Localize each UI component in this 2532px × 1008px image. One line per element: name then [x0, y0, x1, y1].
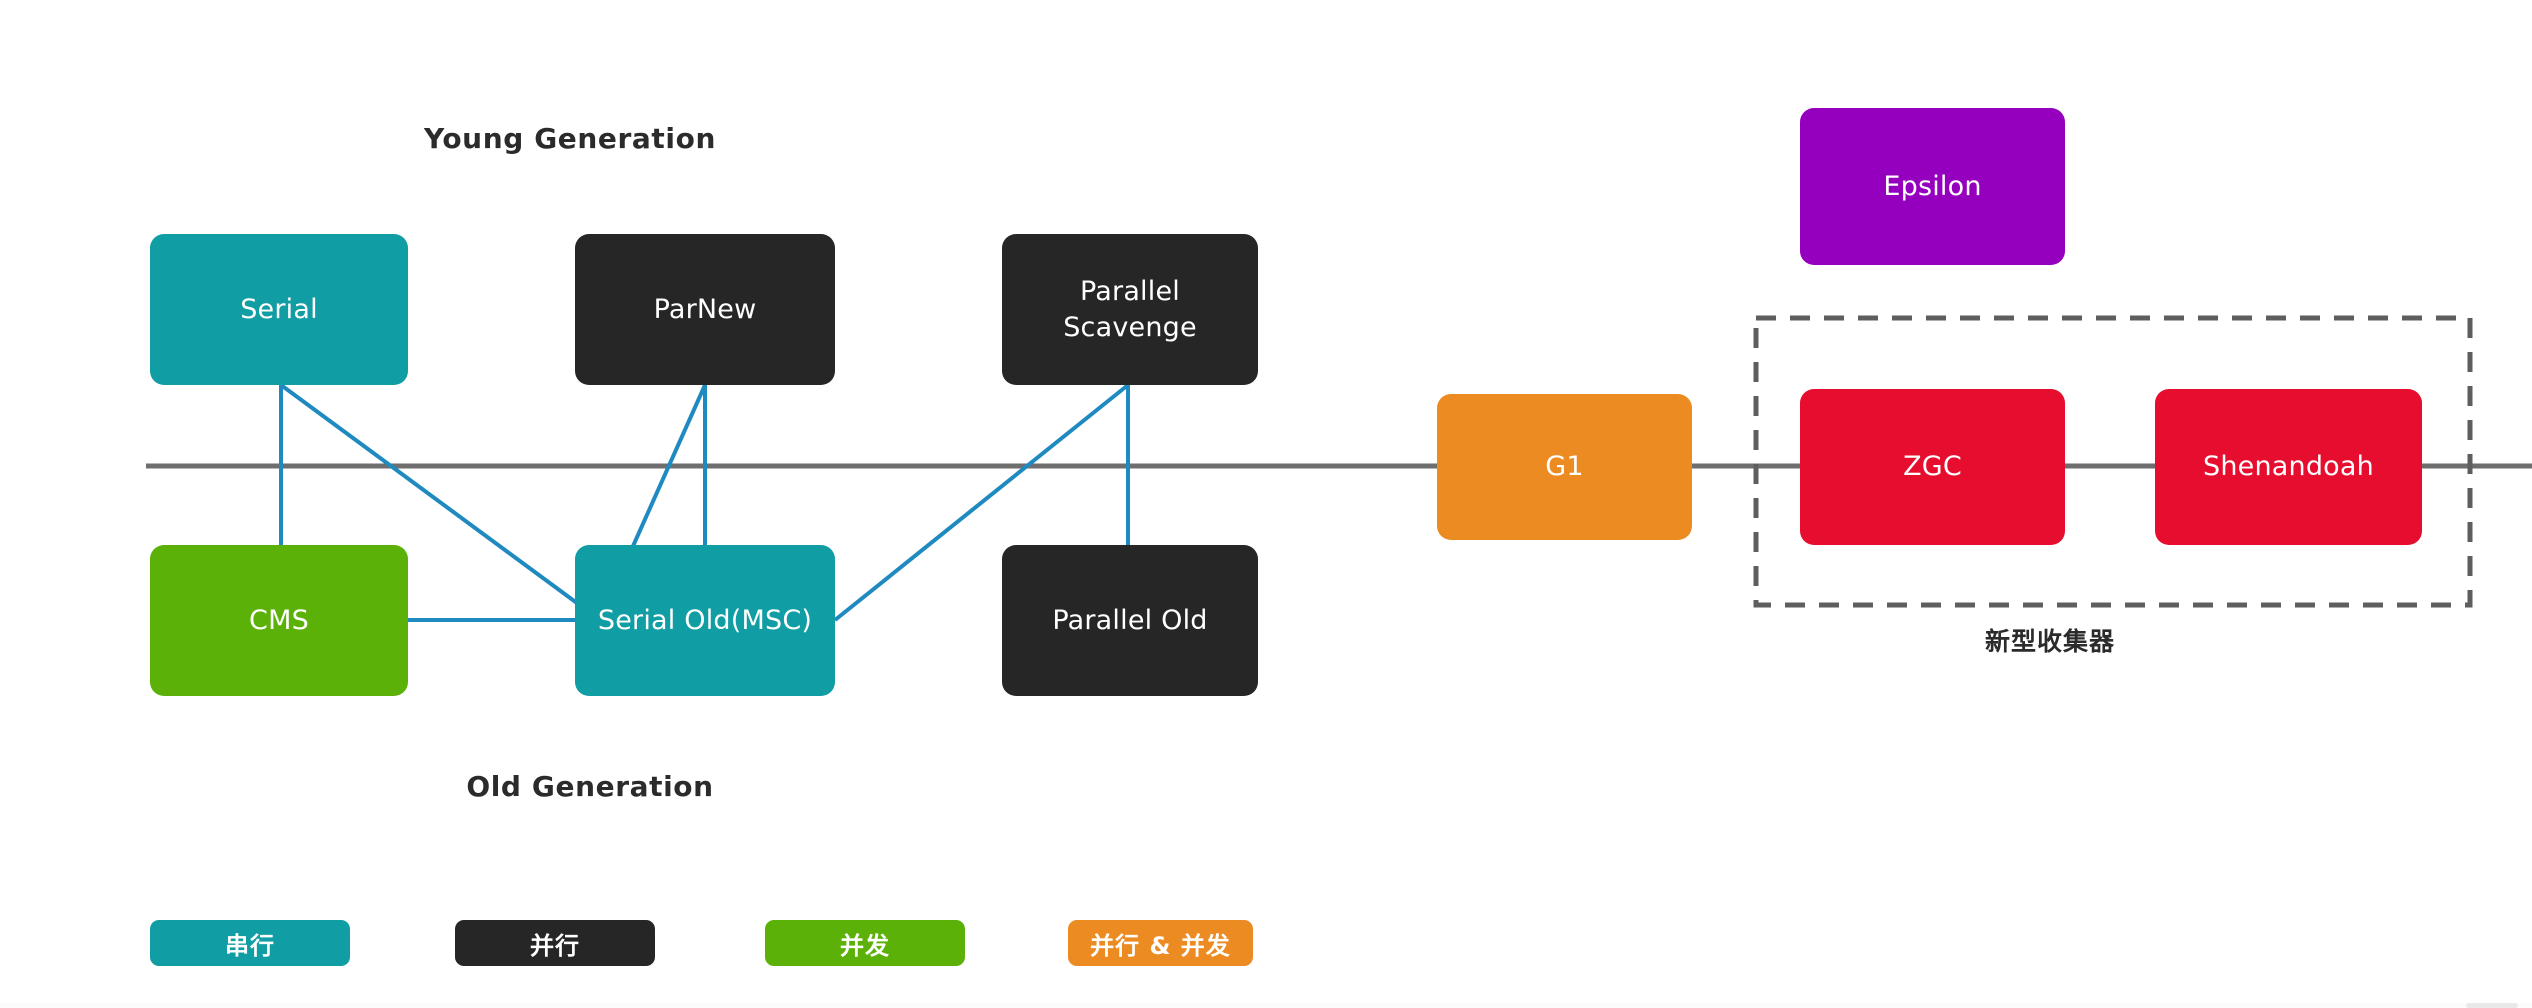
collector-label-g1: G1	[1545, 451, 1584, 483]
collector-box-epsilon[interactable]: Epsilon	[1800, 108, 2065, 265]
collector-box-shenandoah[interactable]: Shenandoah	[2155, 389, 2422, 545]
caption-young-generation: Young Generation	[424, 122, 716, 155]
legend-item-parallel-and-concurrent[interactable]: 并行 & 并发	[1068, 920, 1253, 966]
collector-box-zgc[interactable]: ZGC	[1800, 389, 2065, 545]
collector-label-shenandoah: Shenandoah	[2203, 451, 2374, 483]
collector-box-serial-old[interactable]: Serial Old(MSC)	[575, 545, 835, 696]
legend-item-serial[interactable]: 串行	[150, 920, 350, 966]
legend: 串行 并行 并发 并行 & 并发	[0, 920, 2532, 990]
collector-label-parnew: ParNew	[653, 293, 757, 325]
collector-label-parallel-old: Parallel Old	[1052, 604, 1208, 636]
collector-label-parallel-scavenge: Parallel Scavenge	[1063, 276, 1197, 343]
collector-label-epsilon: Epsilon	[1883, 170, 1982, 202]
connector-serial-to-serial-old	[279, 383, 602, 622]
collector-label-cms: CMS	[249, 604, 309, 636]
collector-label-serial-old-line2: (MSC)	[730, 604, 813, 636]
legend-item-concurrent[interactable]: 并发	[765, 920, 965, 966]
caption-old-generation: Old Generation	[466, 770, 714, 803]
collector-box-parnew[interactable]: ParNew	[575, 234, 835, 385]
caption-new-collectors: 新型收集器	[1984, 627, 2116, 656]
collector-label-serial-old: Serial Old	[597, 604, 731, 636]
collector-label-serial: Serial	[240, 293, 318, 325]
bottom-scrollbar-thumb[interactable]	[2466, 1003, 2518, 1008]
bottom-scrollbar-track[interactable]	[0, 1003, 2532, 1008]
collector-box-cms[interactable]: CMS	[150, 545, 408, 696]
collector-box-g1[interactable]: G1	[1437, 394, 1692, 540]
connector-parallel-scavenge-to-serial-old	[833, 383, 1130, 622]
collector-box-parallel-old[interactable]: Parallel Old	[1002, 545, 1258, 696]
legend-item-parallel[interactable]: 并行	[455, 920, 655, 966]
collector-label-zgc: ZGC	[1903, 451, 1962, 483]
collector-box-serial[interactable]: Serial	[150, 234, 408, 385]
collector-box-parallel-scavenge[interactable]: Parallel Scavenge	[1002, 234, 1258, 385]
